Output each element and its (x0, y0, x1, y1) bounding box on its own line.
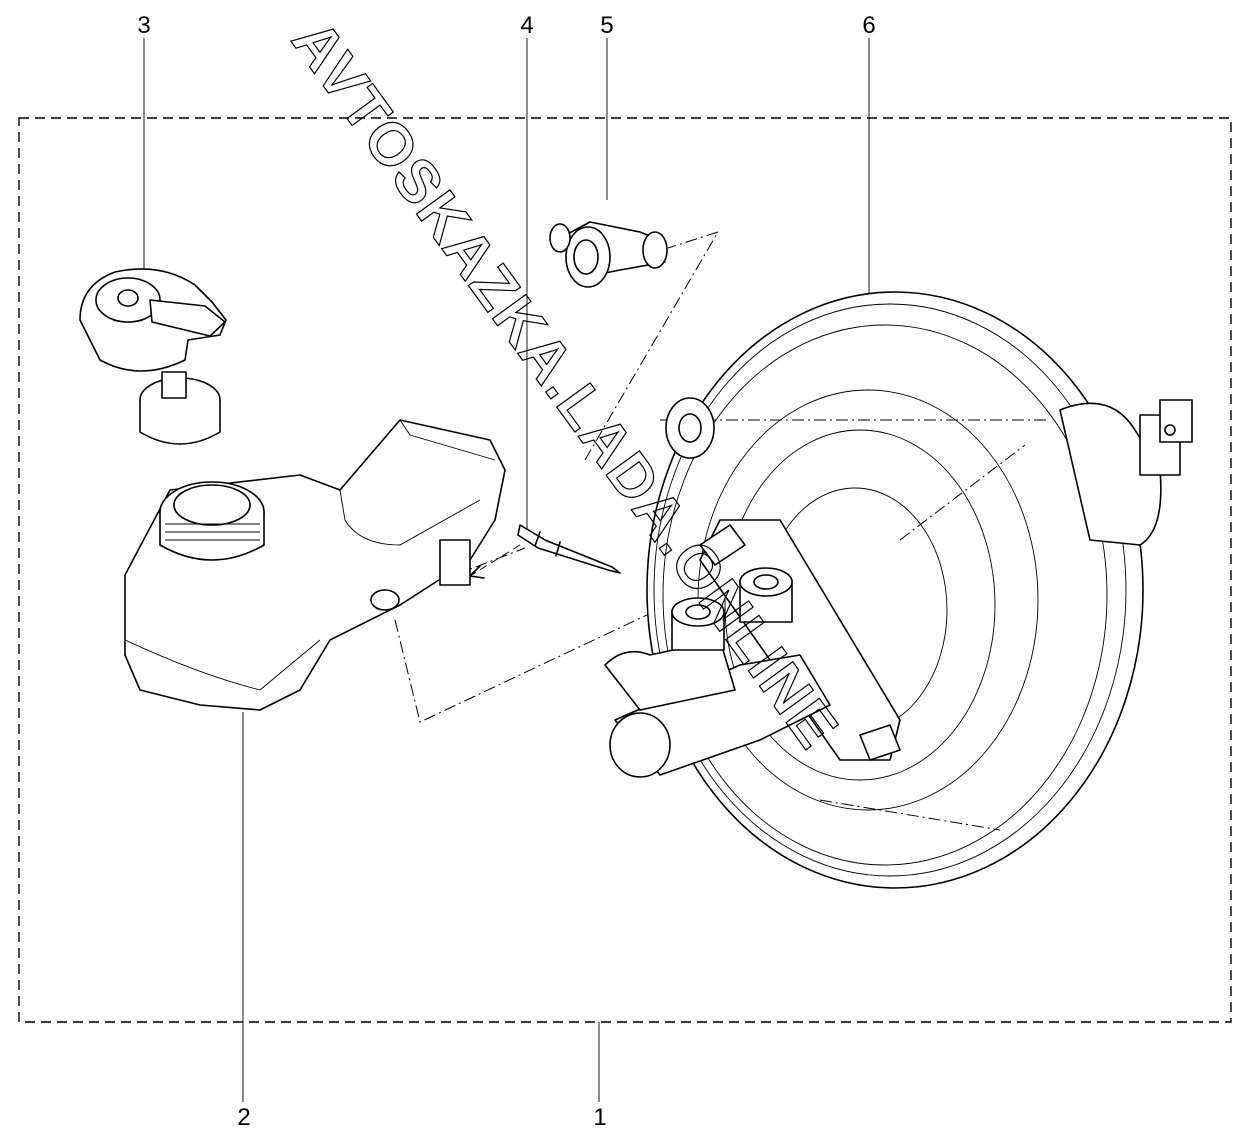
assembly-guide-lines (394, 231, 720, 723)
callout-1: 1 (593, 1104, 607, 1131)
callout-4: 4 (520, 12, 534, 39)
callout-5: 5 (600, 12, 614, 39)
brake-booster (646, 291, 1193, 889)
brake-fluid-reservoir (124, 419, 506, 711)
callout-2: 2 (237, 1104, 251, 1131)
callout-3: 3 (137, 12, 151, 39)
reservoir-cap (79, 268, 227, 445)
master-cylinder (604, 567, 831, 778)
retaining-pin (469, 524, 621, 579)
assembly-boundary-frame (18, 117, 1232, 1023)
leader-lines (143, 38, 870, 1102)
vacuum-fitting (549, 221, 668, 288)
callout-6: 6 (862, 12, 876, 39)
